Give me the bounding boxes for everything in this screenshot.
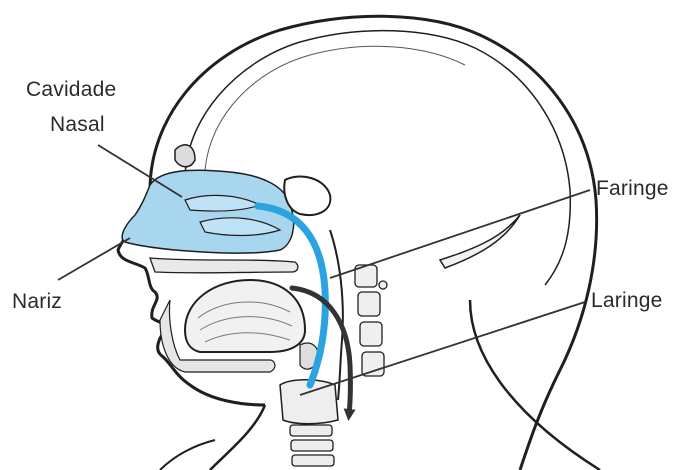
nasal-cavity-region [122,170,293,253]
tongue [185,280,305,352]
trachea [290,425,334,466]
brow-bone [175,145,195,167]
neck-front-outline [210,405,265,470]
sphenoid-sinus [284,176,330,215]
label-nariz: Nariz [12,290,62,314]
occipital-bone [440,215,520,268]
neck-back-outline [470,300,600,470]
label-cavidade-nasal-line2: Nasal [50,113,105,137]
label-faringe: Faringe [596,177,669,201]
leader-line-cavidade-nasal [98,145,182,197]
neck-front-outline-2 [160,440,215,470]
leader-line-nariz [58,238,130,280]
label-cavidade-nasal-line1: Cavidade [26,78,116,102]
label-laringe: Laringe [591,289,662,313]
hard-palate [150,258,298,273]
cervical-vertebrae [355,265,387,376]
skull-inner-outline-2 [205,46,465,170]
leader-line-faringe [330,190,590,278]
